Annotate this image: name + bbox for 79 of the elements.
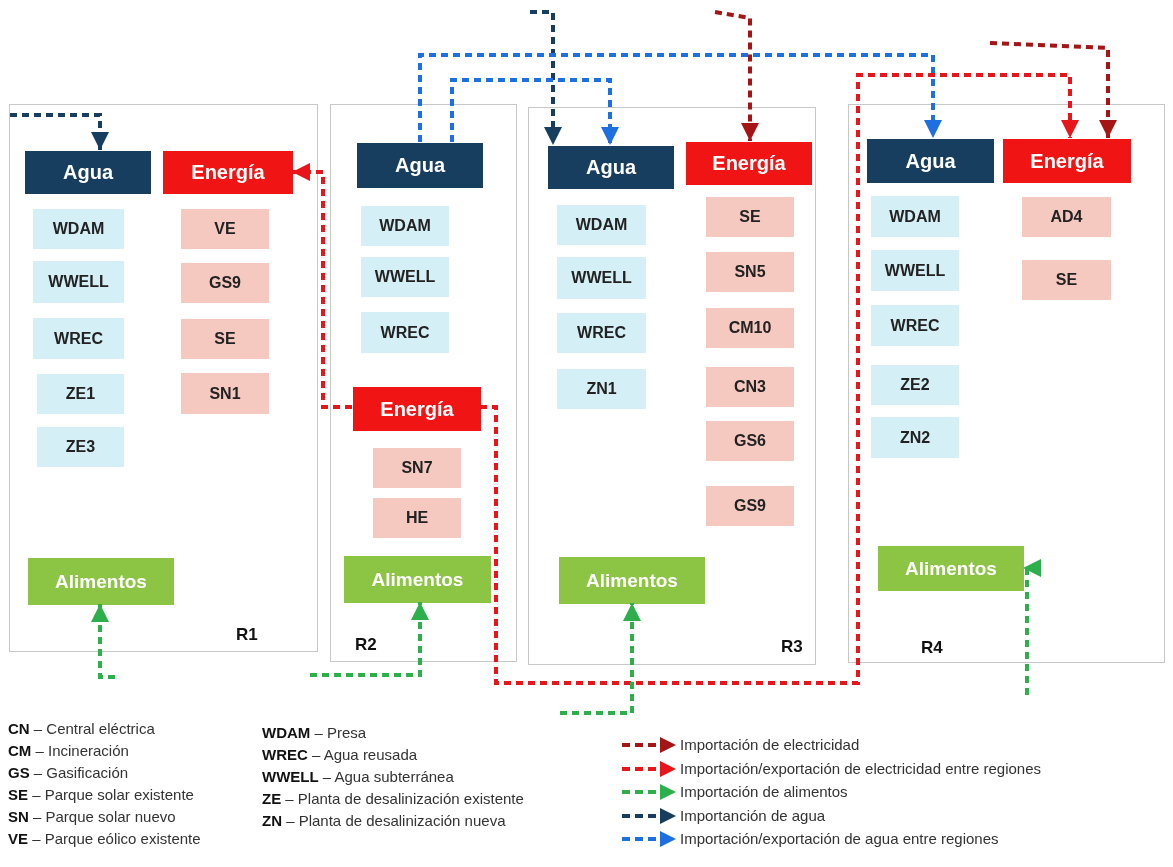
abbreviation-note: SN – Parque solar nuevo: [8, 808, 176, 825]
water-source-box: WDAM: [33, 209, 124, 249]
water-source-box: ZN1: [557, 369, 646, 409]
water-source-box: ZE2: [871, 365, 959, 405]
water-header: Agua: [867, 139, 994, 183]
abbreviation-note: CN – Central eléctrica: [8, 720, 155, 737]
abbreviation-note: WWELL – Agua subterránea: [262, 768, 454, 785]
energy-source-box: AD4: [1022, 197, 1111, 237]
energy-source-box: GS9: [181, 263, 269, 303]
energy-source-box: SN7: [373, 448, 461, 488]
water-source-box: WWELL: [557, 257, 646, 299]
region-panel: [9, 104, 318, 652]
abbreviation-note: GS – Gasificación: [8, 764, 129, 781]
region-label: R1: [236, 625, 258, 645]
energy-source-box: SE: [181, 319, 269, 359]
water-source-box: WREC: [871, 305, 959, 346]
dashed-arrow: [10, 113, 109, 150]
dashed-arrow: [560, 603, 641, 715]
abbreviation-note: WDAM – Presa: [262, 724, 367, 741]
region-label: R4: [921, 638, 943, 658]
water-source-box: ZE3: [37, 427, 124, 467]
region-panel: [528, 107, 816, 665]
dashed-arrow: [989, 41, 1117, 138]
water-source-box: WWELL: [871, 250, 959, 291]
dashed-arrow: [310, 602, 429, 677]
water-source-box: WWELL: [33, 261, 124, 303]
water-source-box: WREC: [361, 312, 449, 353]
energy-source-box: SE: [1022, 260, 1111, 300]
abbreviation-note: ZE – Planta de desalinización existente: [262, 790, 524, 807]
water-source-box: WDAM: [871, 196, 959, 237]
water-header: Agua: [357, 143, 483, 188]
dashed-arrow: [530, 10, 562, 145]
dashed-arrow: [1023, 559, 1041, 695]
legend-label: Importanción de agua: [680, 806, 826, 824]
dashed-arrow: [479, 73, 1079, 685]
food-box: Alimentos: [878, 546, 1024, 591]
energy-header: Energía: [1003, 139, 1131, 183]
legend-label: Importación de alimentos: [680, 783, 848, 800]
energy-header: Energía: [353, 387, 481, 431]
legend-label: Importación/exportación de electricidad entre regiones: [680, 759, 1042, 777]
legend-label: Importación/exportación de agua entre regiones: [680, 830, 999, 847]
water-source-box: ZE1: [37, 374, 124, 414]
energy-source-box: HE: [373, 498, 461, 538]
energy-source-box: SN5: [706, 252, 794, 292]
water-source-box: WDAM: [557, 205, 646, 245]
region-label: R3: [781, 637, 803, 657]
region-panel: [330, 104, 517, 662]
water-source-box: WWELL: [361, 257, 449, 297]
dashed-arrow: [714, 10, 759, 141]
abbreviation-note: SE – Parque solar existente: [8, 786, 194, 803]
dashed-arrow: [450, 78, 619, 145]
water-source-box: WREC: [33, 318, 124, 359]
energy-header: Energía: [686, 142, 812, 185]
food-box: Alimentos: [344, 556, 491, 603]
energy-source-box: GS9: [706, 486, 794, 526]
water-header: Agua: [25, 151, 151, 194]
abbreviation-note: CM – Incineración: [8, 742, 129, 759]
food-box: Alimentos: [28, 558, 174, 605]
abbreviation-note: VE – Parque eólico existente: [8, 830, 201, 847]
energy-source-box: GS6: [706, 421, 794, 461]
energy-source-box: CM10: [706, 308, 794, 348]
water-header: Agua: [548, 146, 674, 189]
region-panel: [848, 104, 1165, 663]
water-source-box: WREC: [557, 313, 646, 353]
region-label: R2: [355, 635, 377, 655]
abbreviation-note: ZN – Planta de desalinización nueva: [262, 812, 506, 829]
water-source-box: WDAM: [361, 206, 449, 246]
energy-source-box: SN1: [181, 373, 269, 414]
energy-header: Energía: [163, 151, 293, 194]
dashed-arrow: [292, 163, 352, 409]
energy-source-box: SE: [706, 197, 794, 237]
dashed-arrow: [418, 53, 942, 142]
legend-label: Importación de electricidad: [680, 736, 860, 753]
abbreviation-note: WREC – Agua reusada: [262, 746, 418, 763]
energy-source-box: VE: [181, 209, 269, 249]
food-box: Alimentos: [559, 557, 705, 604]
water-source-box: ZN2: [871, 417, 959, 458]
dashed-arrow: [91, 604, 115, 679]
energy-source-box: CN3: [706, 367, 794, 407]
